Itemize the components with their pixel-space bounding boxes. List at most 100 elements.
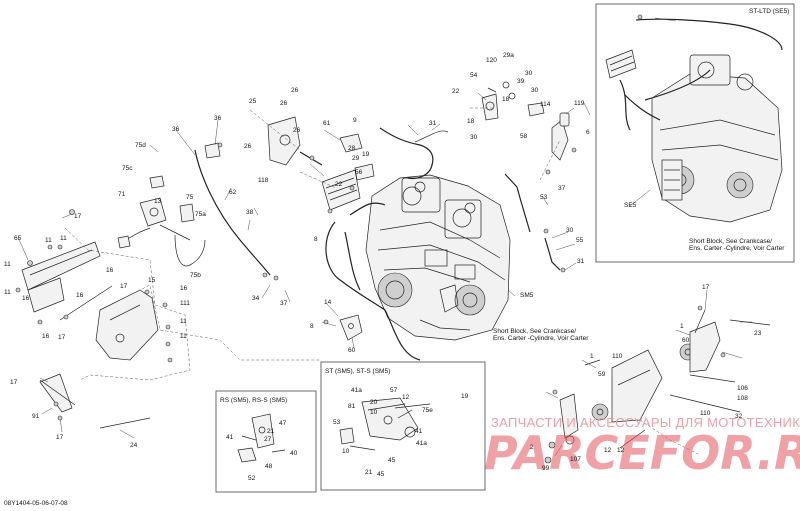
part-label: 11 <box>4 289 11 296</box>
part-label: 53 <box>540 194 548 201</box>
part-label: 21 <box>365 469 373 476</box>
part-label: 81 <box>348 403 356 410</box>
part-label: 12 <box>402 394 410 401</box>
part-label: 20 <box>370 399 378 406</box>
part-label: 75 <box>186 194 194 201</box>
part-label: 120 <box>486 57 497 64</box>
part-label: 19 <box>362 151 370 158</box>
part-label: 37 <box>558 185 566 192</box>
part-label: 32 <box>735 413 743 420</box>
part-label: 41a <box>416 440 427 447</box>
part-label: 18 <box>467 118 475 125</box>
part-label: 110 <box>700 410 711 417</box>
part-label: 17 <box>702 284 710 291</box>
part-label: 31 <box>429 120 437 127</box>
part-label: 57 <box>390 387 398 394</box>
part-label: 26 <box>293 127 301 134</box>
part-label: 111 <box>180 300 190 307</box>
inset-short-block-note-2: Ens. Carter -Cylindre, Voir Carter <box>689 245 785 252</box>
part-label: 91 <box>32 413 40 420</box>
part-label: 53 <box>333 419 341 426</box>
st-ltd-title: ST-LTD (SE5) <box>749 8 789 15</box>
part-label: 114 <box>540 101 551 108</box>
left-frame-parts <box>21 241 159 429</box>
part-label: 26 <box>291 87 299 94</box>
part-label: 8 <box>314 236 318 243</box>
part-label: 75a <box>195 211 206 218</box>
part-label: 8 <box>310 323 314 330</box>
part-label: 22 <box>335 181 343 188</box>
main-short-block-note-1: Short Block, See Crankcase/ <box>493 328 576 335</box>
part-label: 40 <box>290 450 298 457</box>
part-label: 29a <box>503 52 514 59</box>
part-label: 52 <box>248 475 256 482</box>
part-label: 60 <box>348 347 356 354</box>
engine-cables <box>194 127 561 361</box>
part-label: 12 <box>617 447 625 454</box>
part-label: 22 <box>452 88 460 95</box>
part-label: 14 <box>324 299 332 306</box>
part-label: 30 <box>525 70 533 77</box>
engine-main <box>365 174 511 341</box>
part-label: 36 <box>172 126 180 133</box>
watermark-brand: PARCEFOR.RU <box>484 426 800 480</box>
part-label: 28 <box>348 145 356 152</box>
part-label: SE5 <box>624 202 637 209</box>
part-label: 75e <box>422 407 433 414</box>
inset-st-ltd-frame <box>595 3 795 263</box>
part-label: 10 <box>370 409 378 416</box>
part-label: 30 <box>531 87 539 94</box>
inset-rs-frame <box>215 390 317 493</box>
part-label: 17 <box>120 283 128 290</box>
part-label: 108 <box>737 395 748 402</box>
part-label: 26 <box>280 100 288 107</box>
part-label: 30 <box>470 134 478 141</box>
part-label: 47 <box>279 420 287 427</box>
part-label: 17 <box>56 434 64 441</box>
part-label: 15 <box>148 277 156 284</box>
part-label: 58 <box>520 133 528 140</box>
part-label: 16 <box>22 295 30 302</box>
part-label: 34 <box>252 295 260 302</box>
part-label: 41a <box>351 387 362 394</box>
part-label: 6 <box>586 129 590 136</box>
part-label: 59 <box>598 371 606 378</box>
main-short-block-note-2: Ens. Carter -Cylindre, Voir Carter <box>493 335 589 342</box>
label-leaders <box>17 17 752 457</box>
part-label: 30 <box>566 227 574 234</box>
part-label: 25 <box>249 98 257 105</box>
part-label: 10 <box>342 448 350 455</box>
part-label: 2 <box>530 444 534 451</box>
fasteners <box>15 14 726 464</box>
dashed-leaders <box>64 107 701 456</box>
part-label: 17 <box>74 213 82 220</box>
part-label: 75d <box>135 142 146 149</box>
part-label: 107 <box>570 456 581 463</box>
part-label: 12 <box>604 447 612 454</box>
part-label: 11 <box>45 237 52 244</box>
part-label: 18 <box>502 96 510 103</box>
part-label: 56 <box>355 169 363 176</box>
part-label: 11 <box>4 261 11 268</box>
lower-right-parts <box>559 309 771 449</box>
upper-right-parts <box>481 81 570 161</box>
part-label: 61 <box>323 120 331 127</box>
part-label: 11 <box>180 318 187 325</box>
part-label: 110 <box>612 353 623 360</box>
part-label: 41 <box>226 434 234 441</box>
part-label: 75c <box>122 165 133 172</box>
part-label: 11 <box>60 235 67 242</box>
part-label: 60 <box>682 337 690 344</box>
part-label: 45 <box>377 471 385 478</box>
part-label: 75b <box>190 272 201 279</box>
part-label: 16 <box>180 285 188 292</box>
part-label: 16 <box>106 267 114 274</box>
part-label: 106 <box>737 385 748 392</box>
inset-engine <box>605 18 783 223</box>
part-label: 17 <box>10 379 18 386</box>
part-label: 26 <box>244 143 252 150</box>
part-label: 65 <box>14 235 22 242</box>
st-title: ST (SM5), ST-S (SM5) <box>325 368 390 375</box>
part-label: SM5 <box>520 292 534 299</box>
inset-short-block-note-1: Short Block, See Crankcase/ <box>689 238 772 245</box>
